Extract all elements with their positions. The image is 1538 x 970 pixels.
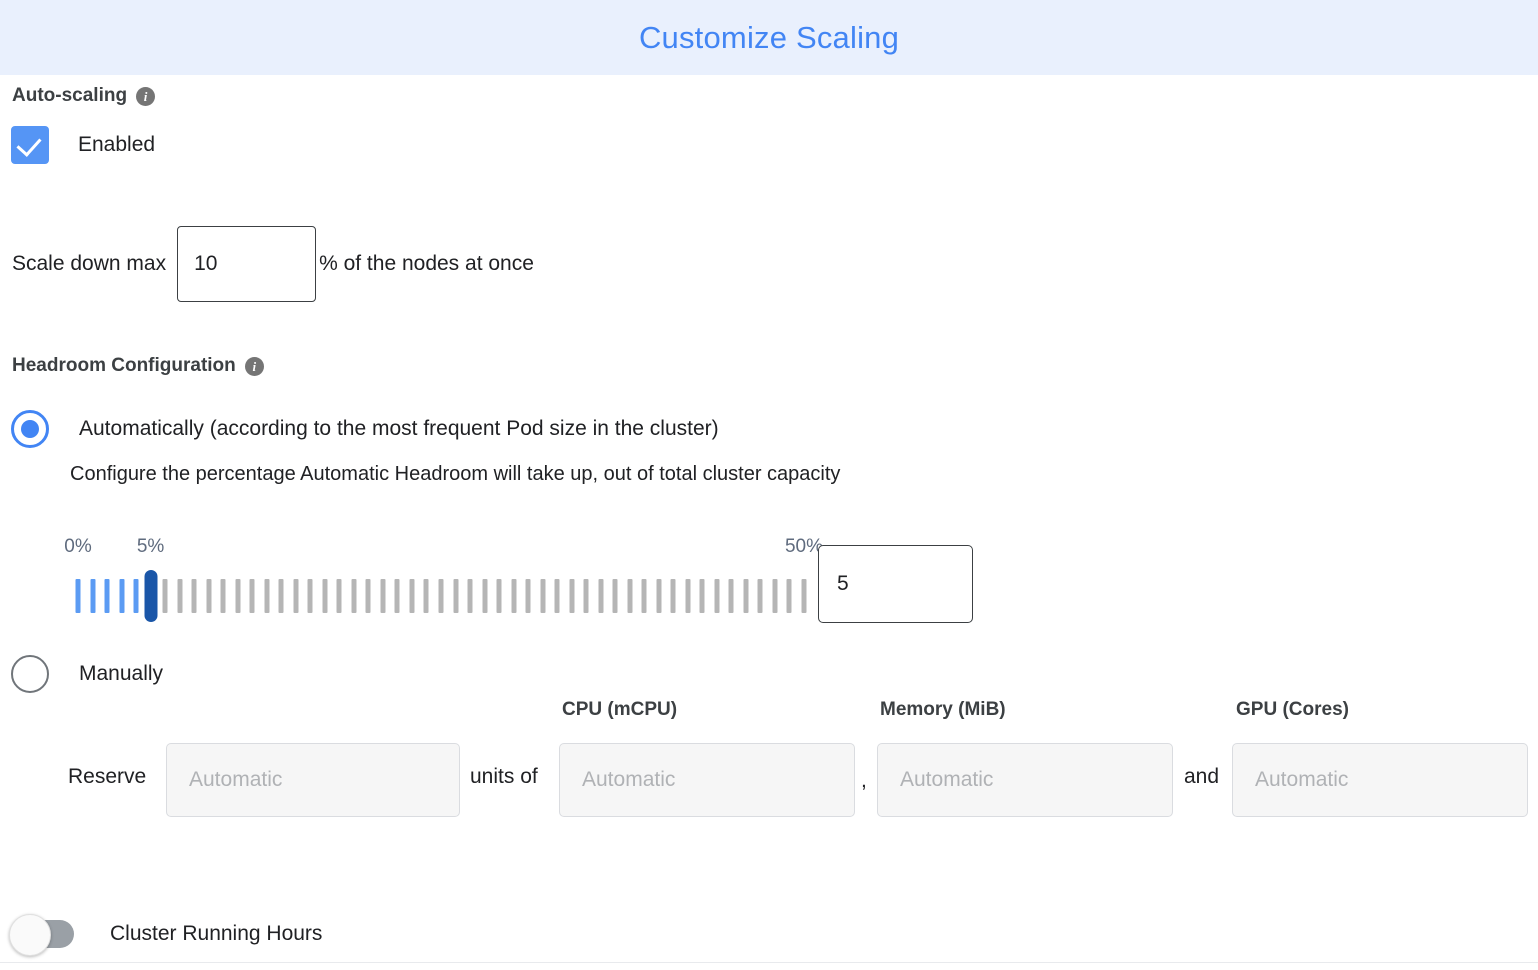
slider-tick[interactable] (264, 579, 270, 613)
bottom-divider (0, 962, 1538, 963)
slider-tick-label: 50% (784, 536, 824, 557)
auto-scaling-section-label: Auto-scaling i (12, 85, 156, 107)
slider-tick[interactable] (133, 579, 139, 613)
reserve-memory-input[interactable] (877, 743, 1173, 817)
slider-tick[interactable] (728, 579, 734, 613)
slider-tick[interactable] (482, 579, 488, 613)
cluster-running-hours-row[interactable]: Cluster Running Hours (9, 914, 323, 956)
radio-automatic[interactable] (11, 410, 49, 448)
slider-tick[interactable] (496, 579, 502, 613)
column-header-memory: Memory (MiB) (880, 699, 1006, 720)
slider-tick[interactable] (685, 579, 691, 613)
page-title: Customize Scaling (638, 19, 900, 55)
radio-manually[interactable] (11, 655, 49, 693)
slider-tick[interactable] (467, 579, 473, 613)
slider-tick[interactable] (322, 579, 328, 613)
slider-tick[interactable] (612, 579, 618, 613)
reserve-comma-separator: , (861, 769, 867, 792)
slider-tick[interactable] (453, 579, 459, 613)
slider-tick[interactable] (394, 579, 400, 613)
slider-tick[interactable] (249, 579, 255, 613)
slider-tick[interactable] (569, 579, 575, 613)
slider-tick[interactable] (351, 579, 357, 613)
auto-scaling-label-text: Auto-scaling (12, 85, 128, 106)
slider-tick[interactable] (220, 579, 226, 613)
slider-tick[interactable] (162, 579, 168, 613)
slider-tick[interactable] (438, 579, 444, 613)
slider-tick[interactable] (714, 579, 720, 613)
slider-tick[interactable] (235, 579, 241, 613)
headroom-automatic-description: Configure the percentage Automatic Headr… (70, 463, 841, 485)
auto-scaling-enabled-row[interactable]: Enabled (11, 126, 155, 164)
cluster-running-hours-label: Cluster Running Hours (110, 922, 323, 945)
slider-tick[interactable] (786, 579, 792, 613)
slider-tick[interactable] (583, 579, 589, 613)
reserve-gpu-input[interactable] (1232, 743, 1528, 817)
info-icon[interactable]: i (136, 86, 156, 106)
slider-tick[interactable] (525, 579, 531, 613)
slider-tick[interactable] (380, 579, 386, 613)
headroom-automatic-label: Automatically (according to the most fre… (79, 417, 719, 440)
info-icon[interactable]: i (244, 356, 264, 376)
slider-thumb[interactable] (144, 570, 158, 622)
slider-tick[interactable] (743, 579, 749, 613)
slider-tick[interactable] (511, 579, 517, 613)
slider-tick[interactable] (540, 579, 546, 613)
reserve-units-input[interactable] (166, 743, 460, 817)
slider-track[interactable] (75, 570, 807, 622)
slider-tick[interactable] (598, 579, 604, 613)
slider-tick-label: 0% (64, 536, 92, 557)
slider-tick[interactable] (336, 579, 342, 613)
slider-tick[interactable] (670, 579, 676, 613)
scale-down-max-suffix: % of the nodes at once (319, 252, 534, 275)
reserve-cpu-input[interactable] (559, 743, 855, 817)
headroom-option-automatic[interactable]: Automatically (according to the most fre… (11, 410, 719, 448)
slider-tick[interactable] (409, 579, 415, 613)
slider-tick[interactable] (278, 579, 284, 613)
slider-tick[interactable] (554, 579, 560, 613)
slider-tick[interactable] (206, 579, 212, 613)
column-header-gpu: GPU (Cores) (1236, 699, 1349, 720)
slider-tick[interactable] (699, 579, 705, 613)
slider-tick[interactable] (90, 579, 96, 613)
slider-tick[interactable] (307, 579, 313, 613)
slider-tick[interactable] (119, 579, 125, 613)
slider-tick[interactable] (627, 579, 633, 613)
headroom-percentage-slider[interactable]: 0% 5% 50% (64, 536, 823, 622)
dialog-header: Customize Scaling (0, 0, 1538, 75)
headroom-manually-label: Manually (79, 662, 164, 685)
column-header-cpu: CPU (mCPU) (562, 699, 678, 720)
auto-scaling-enabled-checkbox[interactable] (11, 126, 49, 164)
slider-tick[interactable] (656, 579, 662, 613)
headroom-label-text: Headroom Configuration (12, 355, 236, 376)
headroom-section-label: Headroom Configuration i (12, 355, 264, 377)
slider-tick[interactable] (191, 579, 197, 613)
auto-scaling-enabled-label: Enabled (78, 133, 156, 156)
slider-tick[interactable] (772, 579, 778, 613)
slider-tick[interactable] (75, 579, 81, 613)
scale-down-max-label: Scale down max (12, 252, 167, 275)
reserve-and-label: and (1184, 765, 1220, 788)
slider-tick[interactable] (293, 579, 299, 613)
slider-tick[interactable] (757, 579, 763, 613)
slider-tick[interactable] (104, 579, 110, 613)
scale-down-max-row: Scale down max % of the nodes at once (12, 226, 534, 302)
slider-tick-labels: 0% 5% 50% (64, 536, 823, 562)
headroom-percentage-input[interactable] (818, 545, 973, 623)
slider-tick[interactable] (801, 579, 807, 613)
reserve-units-of-label: units of (470, 765, 538, 788)
slider-tick-label: 5% (136, 536, 165, 557)
toggle-knob (9, 914, 51, 956)
cluster-running-hours-toggle[interactable] (9, 914, 74, 956)
reserve-prefix-label: Reserve (68, 765, 147, 788)
slider-tick[interactable] (641, 579, 647, 613)
headroom-option-manually[interactable]: Manually (11, 655, 163, 693)
scale-down-max-input[interactable] (177, 226, 317, 302)
slider-tick[interactable] (177, 579, 183, 613)
slider-tick[interactable] (365, 579, 371, 613)
slider-tick[interactable] (423, 579, 429, 613)
